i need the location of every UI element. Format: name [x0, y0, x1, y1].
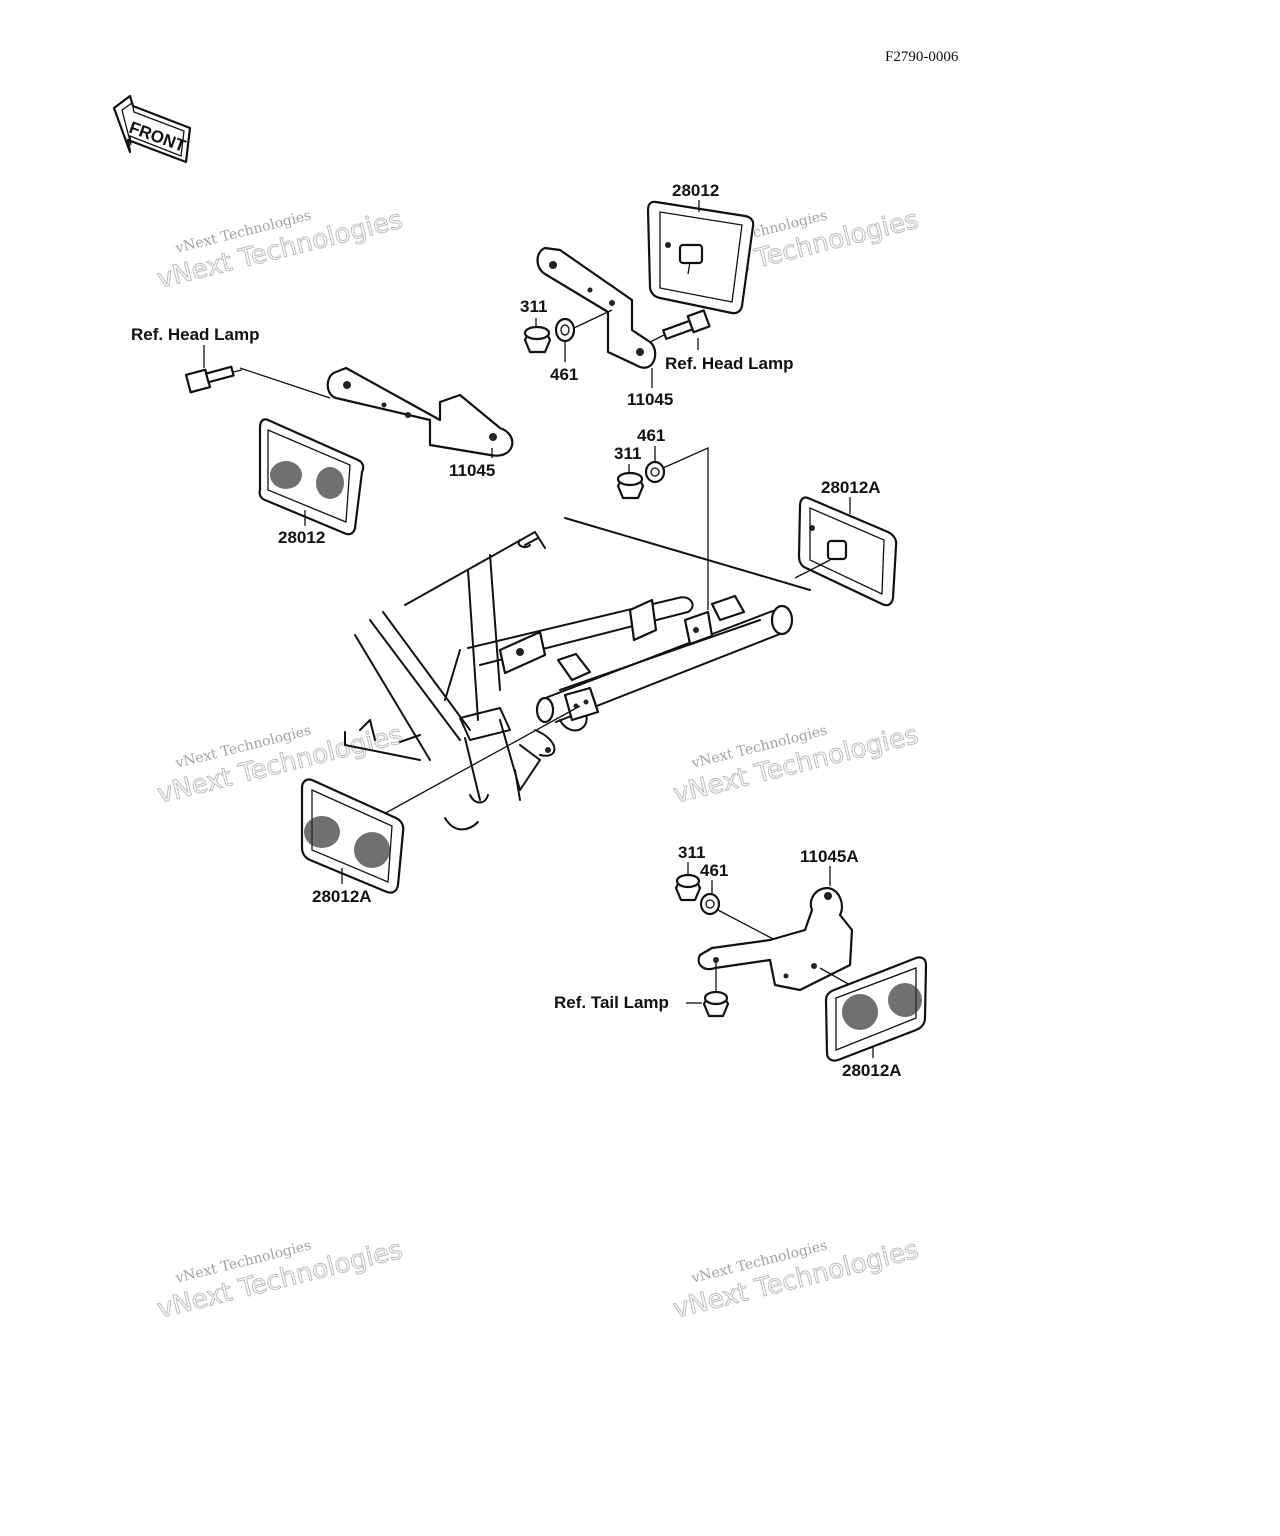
nut-icon: [616, 471, 645, 500]
washer-icon: [554, 317, 576, 343]
callout-washer-lower: 461: [700, 861, 728, 880]
reflector-lower-left: [300, 778, 405, 894]
washer-icon: [644, 460, 666, 484]
callout-ref-tail-lamp: Ref. Tail Lamp: [554, 993, 669, 1012]
callout-ref-head-lamp-right: Ref. Head Lamp: [665, 354, 793, 373]
callout-reflector-right: 28012A: [821, 478, 881, 497]
callout-reflector-left: 28012: [278, 528, 325, 547]
leader-line: [381, 705, 581, 816]
callout-reflector-lower-left: 28012A: [312, 887, 372, 906]
reflector-bracket-left: [326, 366, 514, 457]
nut-icon: [523, 325, 552, 354]
callout-nut-top: 311: [520, 297, 547, 316]
callout-reflector-lower-right: 28012A: [842, 1061, 902, 1080]
callout-washer-top: 461: [550, 365, 578, 384]
callout-nut-mid: 311: [614, 444, 641, 463]
leader-line: [239, 367, 331, 399]
reflector-right: [794, 496, 898, 607]
reflector-bracket-top: [536, 246, 657, 369]
nut-icon: [702, 990, 730, 1018]
callout-washer-mid: 461: [637, 426, 665, 445]
callout-ref-head-lamp-left: Ref. Head Lamp: [131, 325, 259, 344]
front-arrow-icon: FRONT: [112, 94, 192, 164]
callout-reflector-top: 28012: [672, 181, 719, 200]
nut-icon: [674, 873, 702, 902]
reflector-left: [258, 418, 365, 536]
frame: [344, 517, 811, 831]
bolt-icon: [649, 309, 711, 343]
reflector-top: [646, 200, 755, 315]
leader-line: [717, 909, 776, 941]
callout-nut-lower: 311: [678, 843, 705, 862]
leader-line: [573, 309, 613, 329]
leader-line: [662, 446, 709, 610]
callout-bracket-top: 11045: [627, 390, 673, 409]
bolt-icon: [184, 365, 243, 394]
callout-bracket-lower: 11045A: [800, 847, 859, 866]
callout-bracket-left: 11045: [449, 461, 495, 480]
reflector-lower-right: [824, 956, 928, 1062]
leader-line: [819, 967, 851, 986]
washer-icon: [699, 892, 721, 916]
reflector-bracket-lower: [697, 886, 854, 992]
callouts: Ref. Head Lamp 11045 28012 28012 311 461…: [131, 181, 902, 1080]
diagram-code: F2790-0006: [885, 49, 959, 65]
